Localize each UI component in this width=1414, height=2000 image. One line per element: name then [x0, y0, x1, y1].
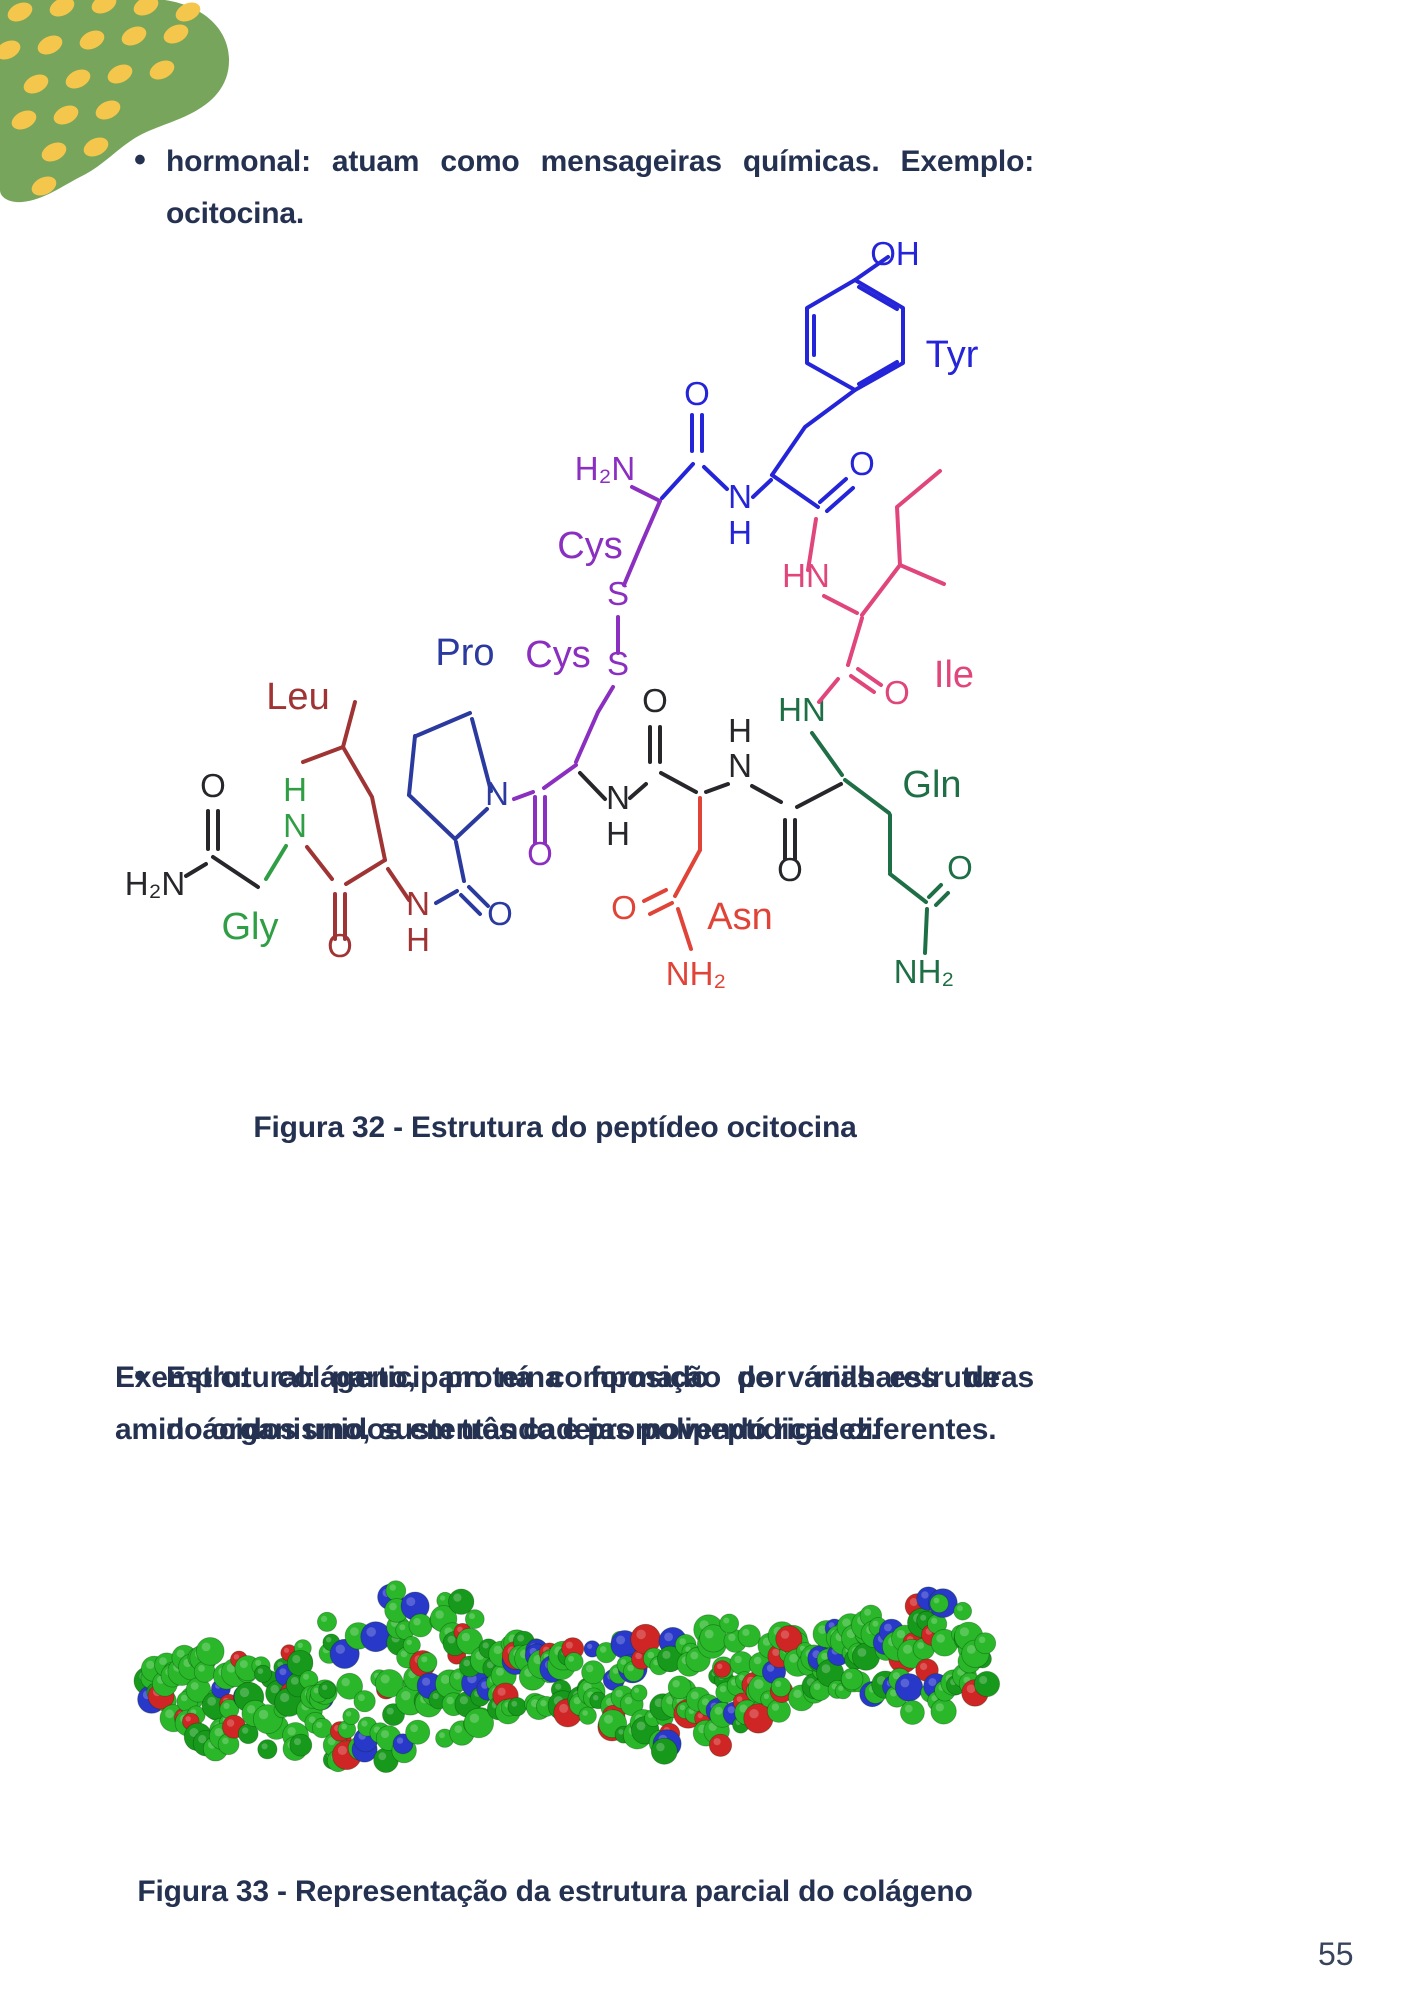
oxytocin-structure-figure: OH O O N H Tyr H₂N S S O Cys Cys	[125, 235, 979, 992]
nh2-label: NH₂	[666, 955, 726, 992]
n-label: N	[283, 807, 307, 844]
bullet-marker: •	[134, 141, 146, 179]
n-label: N	[406, 885, 430, 922]
o-label: O	[884, 674, 910, 711]
bullet-item-hormonal: • hormonal: atuam como mensageiras quími…	[132, 136, 1034, 240]
residue-label-tyr: Tyr	[926, 334, 979, 376]
hn-label: HN	[778, 691, 826, 728]
oh-label: OH	[870, 235, 920, 272]
yellow-dot-pattern	[0, 0, 201, 196]
ile-bonds	[806, 469, 946, 704]
o-label: O	[849, 445, 875, 482]
residue-label-gly: Gly	[222, 906, 279, 948]
residue-label-gln: Gln	[902, 764, 961, 806]
o-label: O	[684, 375, 710, 412]
gly-bonds	[264, 844, 288, 881]
gln-bonds	[810, 731, 950, 955]
residue-label-asn: Asn	[707, 896, 772, 938]
n-label: N	[485, 775, 509, 812]
h-label: H	[406, 921, 430, 958]
o-label: O	[527, 835, 553, 872]
figure32-caption: Figura 32 - Estrutura do peptídeo ocitoc…	[253, 1111, 857, 1144]
backbone-bonds	[184, 725, 843, 889]
bullet-marker: •	[134, 1357, 146, 1395]
o-label: O	[947, 849, 973, 886]
asn-labels: O NH₂ Asn	[611, 889, 773, 992]
h2n-label: H₂N	[575, 450, 635, 487]
residue-label-cys2: Cys	[525, 634, 590, 676]
bullet1-line1: hormonal: atuam como mensageiras química…	[166, 145, 1034, 178]
cys-bonds	[512, 485, 662, 845]
residue-label-leu: Leu	[266, 676, 329, 718]
ile-labels: HN O Ile	[782, 557, 974, 711]
backbone-labels: H₂N O N H O N H O	[125, 682, 803, 902]
nh2-label: NH₂	[894, 953, 954, 990]
o-label: O	[777, 851, 803, 888]
n-label: N	[728, 747, 752, 784]
residue-label-pro: Pro	[435, 632, 494, 674]
residue-label-ile: Ile	[934, 654, 974, 696]
o-label: O	[487, 895, 513, 932]
tyr-bonds	[660, 255, 905, 513]
bullet2-line2: do organismo, sustentando e promovendo r…	[166, 1413, 879, 1446]
o-label: O	[327, 927, 353, 964]
pro-bonds	[407, 711, 493, 916]
leu-labels: N H O Leu	[266, 676, 430, 964]
paragraph-line1: Exemplo: colágeno, proteína formado por …	[115, 1361, 1000, 1394]
corner-decoration	[0, 0, 230, 203]
bullet2-line1: Estrutural: participam na composição de …	[166, 1361, 1034, 1394]
n-label: N	[728, 478, 752, 515]
bullet-item-estrutural: • Estrutural: participam na composição d…	[132, 1352, 1034, 1456]
hn-label: HN	[782, 557, 830, 594]
h2n-label: H₂N	[125, 865, 185, 902]
cys-labels: H₂N S S O Cys Cys	[525, 450, 635, 872]
o-label: O	[200, 767, 226, 804]
gln-labels: HN O NH₂ Gln	[778, 691, 973, 990]
bullet1-line2: ocitocina.	[166, 197, 305, 230]
s-label: S	[607, 645, 629, 682]
o-label: O	[611, 889, 637, 926]
residue-label-cys1: Cys	[557, 525, 622, 567]
leu-bonds	[301, 700, 411, 941]
n-label: N	[606, 779, 630, 816]
h-label: H	[728, 712, 752, 749]
tyr-labels: OH O O N H Tyr	[684, 235, 979, 551]
h-label: H	[283, 771, 307, 808]
paragraph-exemplo: Exemplo: colágeno, proteína formado por …	[115, 1352, 1000, 1456]
paragraph-line2: aminoácidos unidos em três cadeias polip…	[115, 1413, 997, 1446]
s-label: S	[607, 575, 629, 612]
asn-bonds	[642, 796, 702, 951]
o-label: O	[642, 682, 668, 719]
collagen-molecule-image	[133, 1580, 1001, 1773]
gly-labels: N H Gly	[222, 771, 307, 948]
page-number: 55	[1318, 1936, 1354, 1972]
figure33-caption: Figura 33 - Representação da estrutura p…	[137, 1875, 973, 1908]
h-label: H	[728, 514, 752, 551]
pro-labels: N O Pro	[435, 632, 512, 932]
h-label: H	[606, 815, 630, 852]
